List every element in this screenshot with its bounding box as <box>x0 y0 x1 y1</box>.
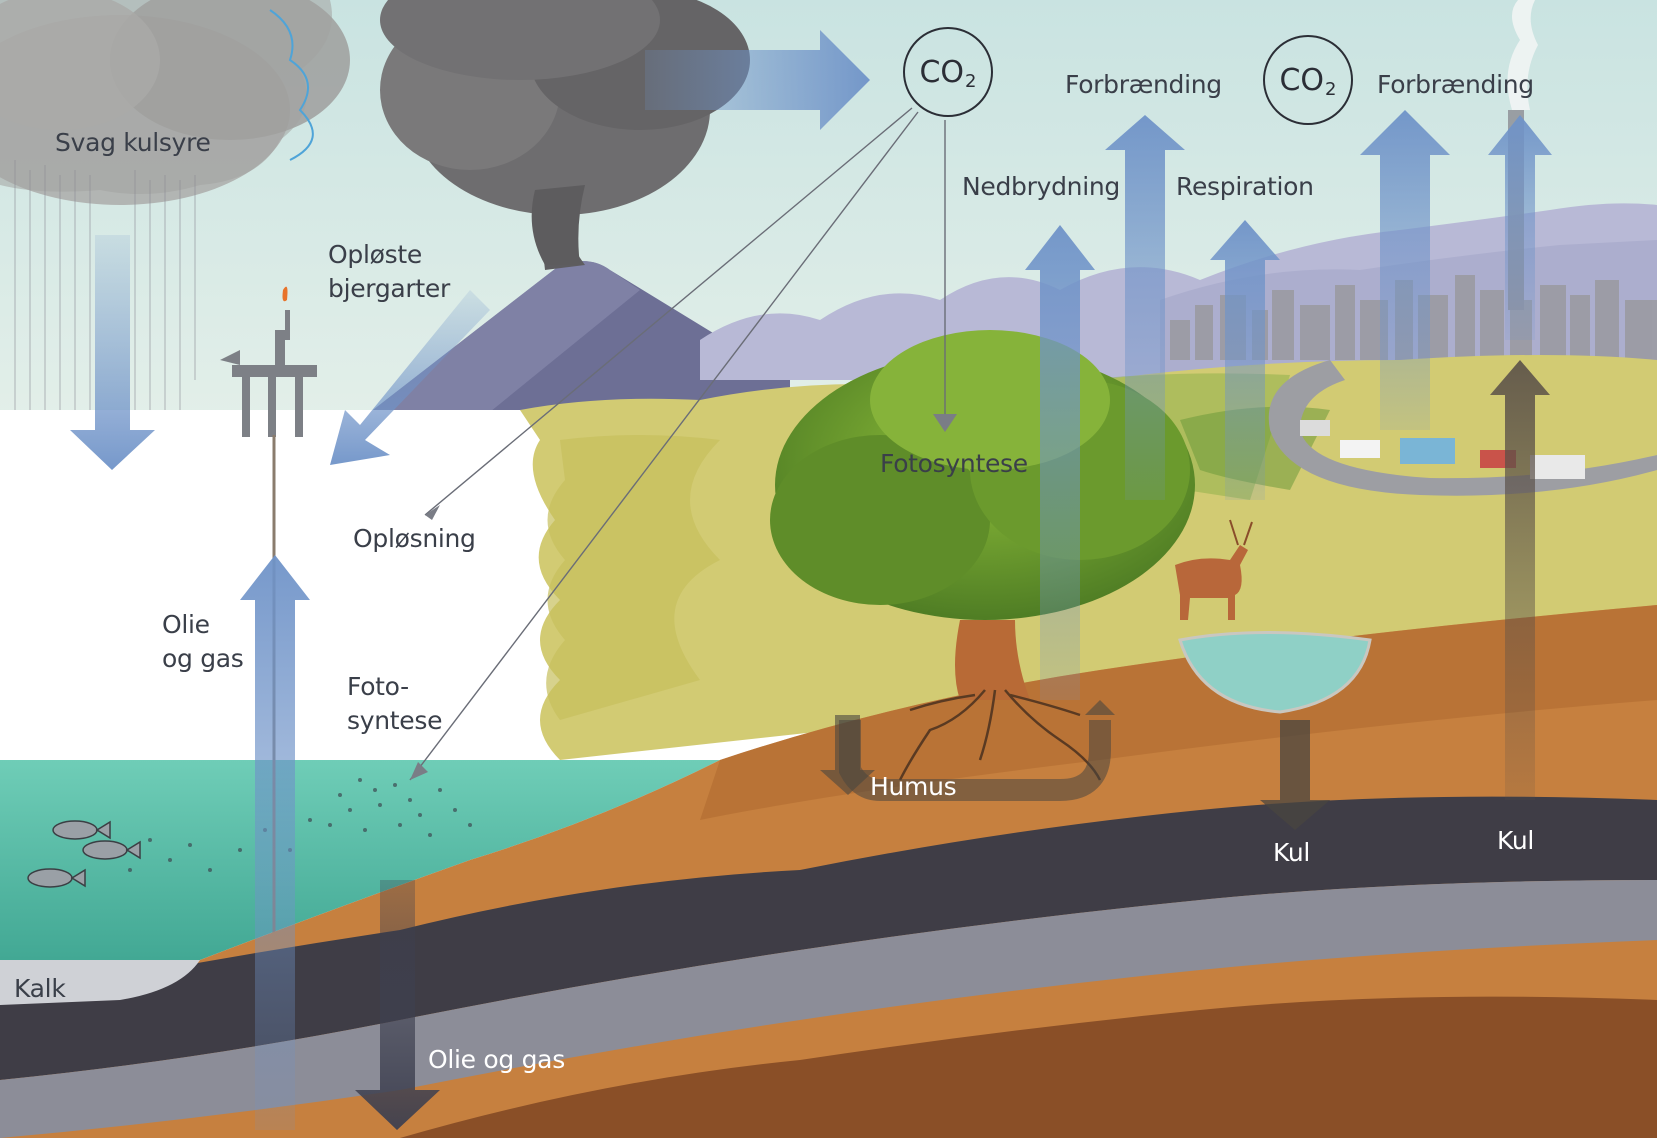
label-olie-og-gas: Olie og gas <box>428 1045 565 1074</box>
label-respiration: Respiration <box>1176 172 1314 201</box>
wetland-pool <box>1178 631 1372 714</box>
label-forbraending-left: Forbrænding <box>1065 70 1222 99</box>
road <box>1268 360 1657 496</box>
vehicles <box>1300 420 1585 479</box>
label-olie-line1: Olie <box>162 610 210 639</box>
co2-thin-arrowheads <box>410 414 957 780</box>
label-foto-line1: Foto- <box>347 672 409 701</box>
label-oploste-line1: Opløste <box>328 240 422 269</box>
label-forbraending-right: Forbrænding <box>1377 70 1534 99</box>
label-kalk: Kalk <box>14 974 66 1003</box>
co2-subscript: 2 <box>965 70 977 92</box>
label-olie-line2: og gas <box>162 644 244 673</box>
label-nedbrydning: Nedbrydning <box>962 172 1120 201</box>
big-arrows <box>70 30 1552 1130</box>
label-oploste-line2: bjergarter <box>328 274 450 303</box>
label-fotosyntese: Fotosyntese <box>880 449 1028 478</box>
oil-platform <box>220 286 317 437</box>
label-kul-right: Kul <box>1497 826 1535 855</box>
co2-thin-lines <box>409 107 946 781</box>
co2-main-text: CO <box>1279 62 1325 98</box>
label-humus: Humus <box>870 772 957 801</box>
rain-cloud <box>0 0 350 205</box>
volcano <box>360 0 790 420</box>
sea <box>0 760 720 960</box>
fish <box>27 820 141 888</box>
kalk-layer <box>0 960 200 1005</box>
label-foto-line2: syntese <box>347 706 443 735</box>
chimney-smoke <box>1507 0 1538 110</box>
label-oplosning: Opløsning <box>353 524 476 553</box>
brown-bottom <box>400 996 1657 1138</box>
label-svag-kulsyre: Svag kulsyre <box>55 128 211 157</box>
label-kul-left: Kul <box>1273 838 1311 867</box>
co2-subscript: 2 <box>1325 78 1337 100</box>
deer <box>1175 519 1253 620</box>
co2-main-text: CO <box>919 54 965 90</box>
